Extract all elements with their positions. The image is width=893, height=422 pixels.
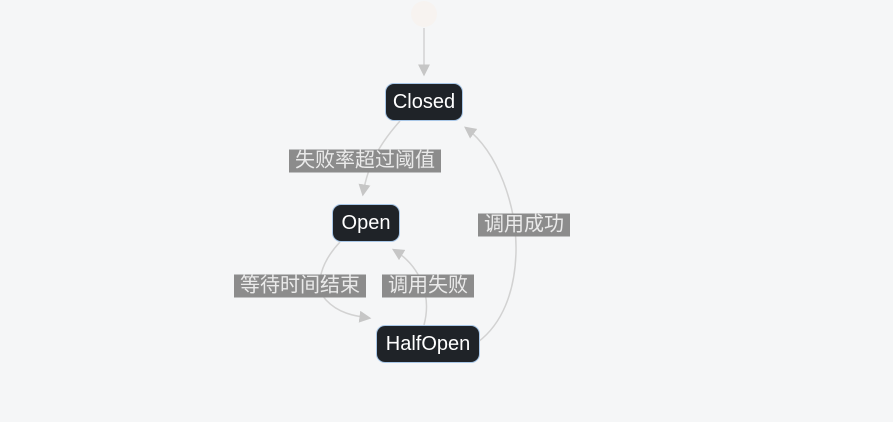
edge-label-call-succeeded: 调用成功 xyxy=(478,213,570,237)
state-node-open: Open xyxy=(332,204,400,242)
initial-state-marker xyxy=(411,1,437,27)
edge-label-failure-rate-exceeds-threshold: 失败率超过阈值 xyxy=(289,149,441,173)
state-node-halfopen: HalfOpen xyxy=(376,325,480,363)
edge-open-to-halfopen xyxy=(319,241,372,323)
edge-halfopen-to-closed xyxy=(464,126,517,343)
edge-label-wait-time-over: 等待时间结束 xyxy=(234,274,366,298)
edge-label-call-failed: 调用失败 xyxy=(382,274,474,298)
state-node-closed: Closed xyxy=(385,83,463,121)
